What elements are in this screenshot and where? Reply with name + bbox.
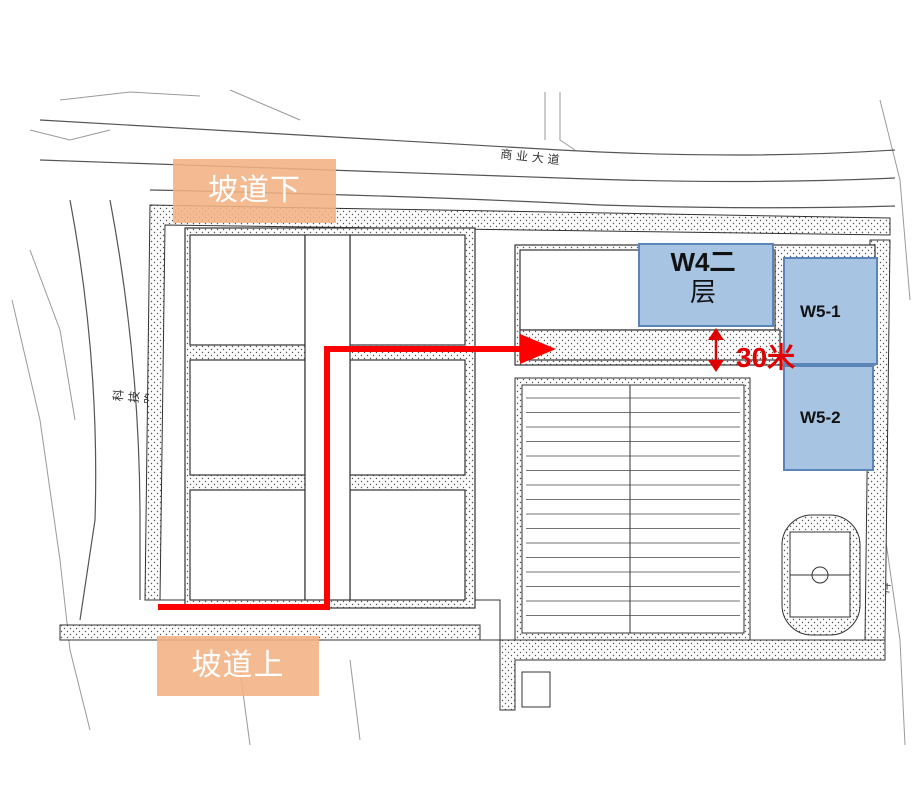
north-road — [39, 119, 896, 209]
double-arrow-icon — [708, 328, 724, 372]
north-road-label: 商 业 大 道 — [500, 146, 561, 167]
w5-2-highlight — [783, 365, 874, 471]
ramp-down-label: 坡道下 — [173, 159, 336, 223]
w4-label-line2: 层 — [689, 276, 716, 307]
w5-1-label: W5-1 — [800, 302, 841, 321]
basketball-court — [781, 514, 861, 636]
w5-2-label: W5-2 — [800, 408, 841, 427]
w5-1-highlight — [783, 257, 878, 365]
ramp-up-label: 坡道上 — [157, 636, 319, 696]
w4-label-line1: W4二 — [670, 247, 736, 277]
west-road — [69, 199, 141, 621]
w4-second-floor-label: W4二 层 — [640, 247, 774, 308]
w4-second-floor-highlight — [638, 243, 774, 327]
parking-lot — [514, 377, 751, 641]
gate-house — [521, 671, 551, 708]
distance-label: 30米 — [736, 342, 796, 373]
west-road-label: 科 技 路 — [111, 388, 157, 407]
route-arrow-icon — [158, 334, 556, 610]
